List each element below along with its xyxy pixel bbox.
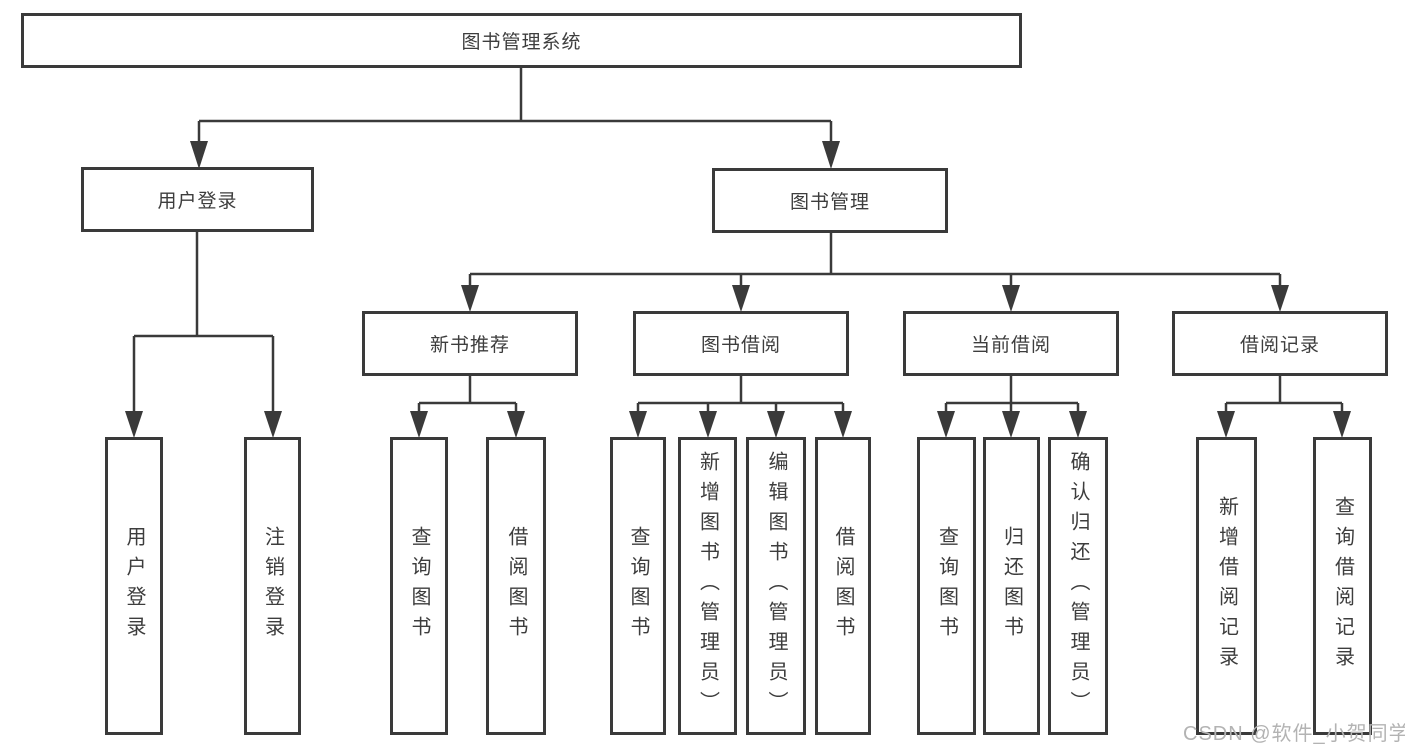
node-current-borrowing: 当前借阅 (903, 311, 1119, 376)
leaf-query-books-current-label: 查询图书 (935, 526, 958, 646)
leaf-borrow-books-borrowing: 借阅图书 (815, 437, 871, 735)
node-book-borrowing-label: 图书借阅 (700, 335, 781, 356)
node-book-borrowing: 图书借阅 (633, 311, 849, 376)
node-borrowing-records-label: 借阅记录 (1239, 335, 1320, 356)
node-borrowing-records: 借阅记录 (1172, 311, 1388, 376)
leaf-query-books-recommend: 查询图书 (390, 437, 448, 735)
node-book-management: 图书管理 (712, 168, 948, 233)
leaf-add-borrow-record: 新增借阅记录 (1196, 437, 1257, 735)
leaf-query-books-borrowing-label: 查询图书 (627, 526, 649, 646)
leaf-borrow-books-recommend-label: 借阅图书 (505, 526, 527, 646)
leaf-query-books-borrowing: 查询图书 (610, 437, 666, 735)
arrowheads (125, 141, 1351, 438)
leaf-add-borrow-record-label: 新增借阅记录 (1215, 496, 1238, 676)
leaf-edit-books-admin: 编辑图书（管理员） (746, 437, 806, 735)
leaf-user-login-label: 用户登录 (123, 526, 145, 646)
leaf-user-login: 用户登录 (105, 437, 163, 735)
node-user-login-label: 用户登录 (157, 191, 238, 212)
leaf-borrow-books-borrowing-label: 借阅图书 (832, 526, 854, 646)
node-book-management-label: 图书管理 (789, 192, 870, 213)
node-root-label: 图书管理系统 (461, 32, 582, 53)
node-user-login: 用户登录 (81, 167, 314, 232)
node-new-book-recommend-label: 新书推荐 (429, 335, 510, 356)
leaf-return-books: 归还图书 (983, 437, 1040, 735)
leaf-logout: 注销登录 (244, 437, 301, 735)
leaf-edit-books-admin-label: 编辑图书（管理员） (765, 451, 787, 721)
leaf-add-books-admin-label: 新增图书（管理员） (696, 451, 719, 721)
leaf-confirm-return-admin: 确认归还（管理员） (1048, 437, 1108, 735)
csdn-watermark: CSDN @软件_小贺同学 (1183, 723, 1405, 745)
leaf-return-books-label: 归还图书 (1000, 526, 1023, 646)
leaf-add-books-admin: 新增图书（管理员） (678, 437, 737, 735)
leaf-logout-label: 注销登录 (261, 526, 284, 646)
leaf-query-borrow-record: 查询借阅记录 (1313, 437, 1372, 735)
leaf-confirm-return-admin-label: 确认归还（管理员） (1067, 451, 1089, 721)
node-root: 图书管理系统 (21, 13, 1022, 68)
node-current-borrowing-label: 当前借阅 (970, 335, 1051, 356)
leaf-borrow-books-recommend: 借阅图书 (486, 437, 546, 735)
leaf-query-books-recommend-label: 查询图书 (408, 526, 430, 646)
leaf-query-books-current: 查询图书 (917, 437, 976, 735)
node-new-book-recommend: 新书推荐 (362, 311, 578, 376)
leaf-query-borrow-record-label: 查询借阅记录 (1331, 496, 1354, 676)
